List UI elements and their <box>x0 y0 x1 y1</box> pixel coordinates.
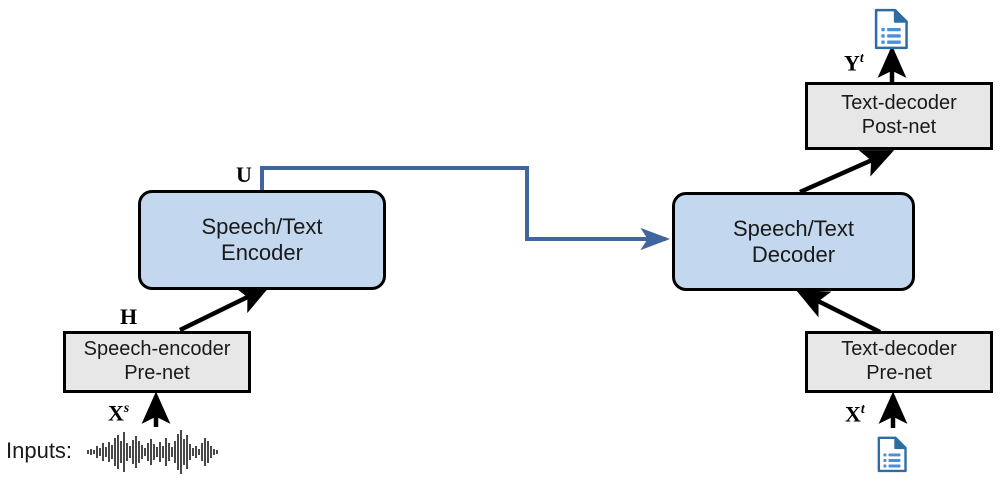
block-label-line1: Speech/Text <box>201 214 323 240</box>
block-label-line2: Pre-net <box>124 362 190 384</box>
arrow-prenet-to-encoder <box>179 285 271 333</box>
arrow-decoder-to-postnet <box>799 149 895 195</box>
label-inputs: Inputs: <box>6 438 73 463</box>
block-label-line1: Speech-encoder <box>83 338 231 361</box>
label-y-superscript-t: Yt <box>844 50 864 76</box>
block-label-line2: Encoder <box>221 240 303 265</box>
block-label-line1: Speech/Text <box>732 215 855 241</box>
label-x-superscript-s: Xs <box>108 400 129 426</box>
block-label-line1: Text-decoder <box>841 92 957 115</box>
block-text-decoder-prenet[interactable]: Text-decoder Pre-net <box>805 331 993 393</box>
label-h: H <box>120 304 138 329</box>
label-x-sup: s <box>123 400 130 415</box>
block-label-line2: Post-net <box>861 116 937 138</box>
label-x-sup: t <box>860 401 865 416</box>
block-label-line2: Pre-net <box>866 362 932 384</box>
label-y-sup: t <box>859 50 864 65</box>
document-text-icon-input <box>877 436 907 473</box>
connector-encoder-to-decoder <box>260 166 670 251</box>
label-x-superscript-t: Xt <box>845 401 865 427</box>
label-x-base: X <box>845 401 861 427</box>
document-text-icon-output <box>874 8 908 50</box>
label-x-base: X <box>108 400 124 426</box>
audio-waveform-icon <box>87 430 218 474</box>
label-y-base: Y <box>844 50 860 76</box>
block-label-line2: Decoder <box>751 241 836 267</box>
block-speech-text-decoder[interactable]: Speech/Text Decoder <box>672 192 915 291</box>
block-speech-text-encoder[interactable]: Speech/Text Encoder <box>138 190 386 290</box>
block-text-decoder-postnet[interactable]: Text-decoder Post-net <box>805 82 993 150</box>
label-u: U <box>236 162 252 187</box>
block-speech-encoder-prenet[interactable]: Speech-encoder Pre-net <box>63 331 251 393</box>
arrow-textprenet-to-decoder <box>795 289 882 335</box>
block-label-line1: Text-decoder <box>841 338 957 361</box>
